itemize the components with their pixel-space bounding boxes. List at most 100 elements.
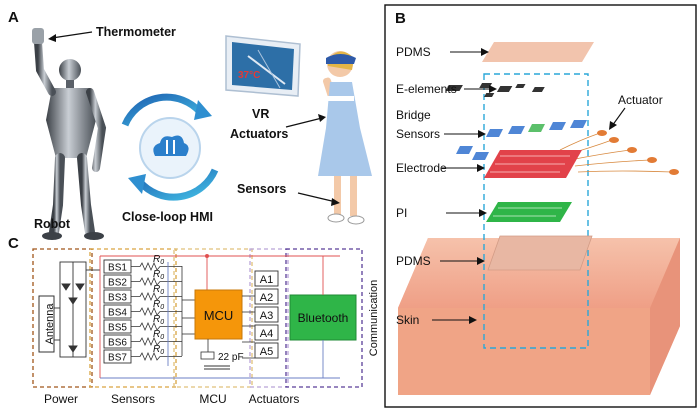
actuator-label: A4 [260, 328, 273, 340]
sensors-group-box [89, 248, 177, 388]
bs-label: BS6 [108, 338, 127, 349]
sensor-row: BS4 R0 [103, 299, 182, 319]
vr-label: VR [252, 107, 269, 121]
actuator-box [254, 324, 279, 341]
sensor-row: BS6 R0 [103, 329, 182, 349]
sensors-label-b: Sensors [396, 127, 440, 141]
vr-screen: 37°C [225, 35, 301, 97]
bs-label: BS7 [108, 353, 127, 364]
power-group-box [32, 248, 93, 388]
r0-label: R0 [153, 254, 164, 266]
bs-label: BS2 [108, 278, 127, 289]
actuator-box [254, 288, 279, 305]
panel-b: B PDMS E-elements Bridge [384, 4, 697, 408]
actuator-label: A3 [260, 310, 273, 322]
pi-arrowhead [479, 209, 487, 217]
pi-layer [486, 202, 572, 222]
communication-label: Communication [368, 280, 380, 356]
actuator-label: A1 [260, 274, 273, 286]
actuator-label: A5 [260, 346, 273, 358]
pi-label: PI [396, 206, 407, 220]
r0-label: R0 [153, 269, 164, 281]
panel-a: A Thermometer Robot [8, 9, 372, 240]
actuator-box [254, 270, 279, 287]
actuators-arrow [285, 117, 323, 128]
actuators-group-box [249, 248, 289, 388]
mcu-label: MCU [204, 308, 234, 323]
robot-label: Robot [34, 217, 71, 231]
e-elements-label: E-elements [396, 82, 457, 96]
actuator-discs [597, 130, 679, 175]
vr-temperature: 37°C [238, 70, 260, 81]
panel-b-letter: B [395, 10, 406, 27]
r0-label: R0 [153, 299, 164, 311]
bluetooth-label: Bluetooth [298, 311, 349, 325]
sensors-label-a: Sensors [237, 182, 286, 196]
panel-a-letter: A [8, 9, 19, 26]
electrode-traces [490, 155, 570, 173]
sensor-row: BS7 R0 [103, 344, 182, 364]
layer-stack-outline [483, 73, 589, 349]
sensor-row: BS3 R0 [103, 284, 182, 304]
close-loop-cycle [121, 93, 219, 201]
bluetooth-module [289, 294, 357, 341]
rectifier-circuit [54, 261, 100, 358]
sensors-arrow [297, 192, 337, 203]
actuator-box [254, 342, 279, 359]
bridge-label: Bridge [396, 108, 431, 122]
bs-label: BS1 [108, 263, 127, 274]
r0-label: R0 [153, 284, 164, 296]
actuator-b-arrowhead [609, 121, 617, 130]
sensor-row: BS5 R0 [103, 314, 182, 334]
r0-label: R0 [153, 344, 164, 356]
r0-label: R0 [153, 329, 164, 341]
mcu-vcc-node [205, 254, 209, 258]
electrode-arrowhead [477, 164, 485, 172]
e-elements-arrowhead [489, 85, 497, 93]
actuator-label: A2 [260, 292, 273, 304]
antenna-box [38, 295, 55, 353]
mcu-group-label: MCU [199, 392, 226, 406]
sensors-group-label: Sensors [111, 392, 155, 406]
pdms-top-layer [482, 42, 594, 62]
close-loop-label: Close-loop HMI [122, 210, 213, 224]
actuators-label: Actuators [230, 127, 288, 141]
actuators-group-label: Actuators [249, 392, 300, 406]
pi-traces [493, 207, 562, 217]
pdms-bottom-label: PDMS [396, 254, 431, 268]
communication-group-box [285, 248, 363, 388]
capacitor-label: 22 pF [218, 352, 244, 363]
bs-label: BS4 [108, 308, 127, 319]
bs-label: BS5 [108, 323, 127, 334]
thermometer-label: Thermometer [96, 25, 176, 39]
sensors-b-arrowhead [478, 130, 486, 138]
sensor-row: BS2 R0 [103, 269, 182, 289]
e-elements-cluster [445, 83, 545, 97]
thermometer-arrowhead [48, 34, 56, 42]
mcu-chip [194, 289, 243, 340]
actuator-label-b: Actuator [618, 93, 663, 107]
actuator-b-arrow [611, 107, 626, 127]
sensors-arrowhead [331, 198, 340, 206]
sensor-pads [456, 120, 587, 160]
electrode-label: Electrode [396, 161, 447, 175]
mcu-actuator-bus [242, 295, 255, 359]
pdms-top-label: PDMS [396, 45, 431, 59]
r0-label: R0 [153, 314, 164, 326]
sensor-rows: BS1 R0 BS2 R0 BS3 R0 BS4 R0 [103, 254, 182, 364]
power-label: Power [44, 392, 78, 406]
actuator-box [254, 306, 279, 323]
pdms-bottom-arrowhead [477, 257, 485, 265]
mcu-group-box [173, 248, 253, 388]
panel-c-letter: C [8, 235, 19, 252]
skin-top-face [398, 238, 680, 308]
actuators-arrowhead [318, 114, 326, 122]
pdms-top-arrowhead [481, 48, 489, 56]
thermometer-arrow [51, 31, 93, 39]
skin-arrowhead [469, 316, 477, 324]
skin-label: Skin [396, 313, 419, 327]
panel-c: C Antenna BS1 [8, 235, 380, 406]
sensor-row: BS1 R0 [103, 254, 182, 274]
crystal-component [200, 351, 215, 360]
